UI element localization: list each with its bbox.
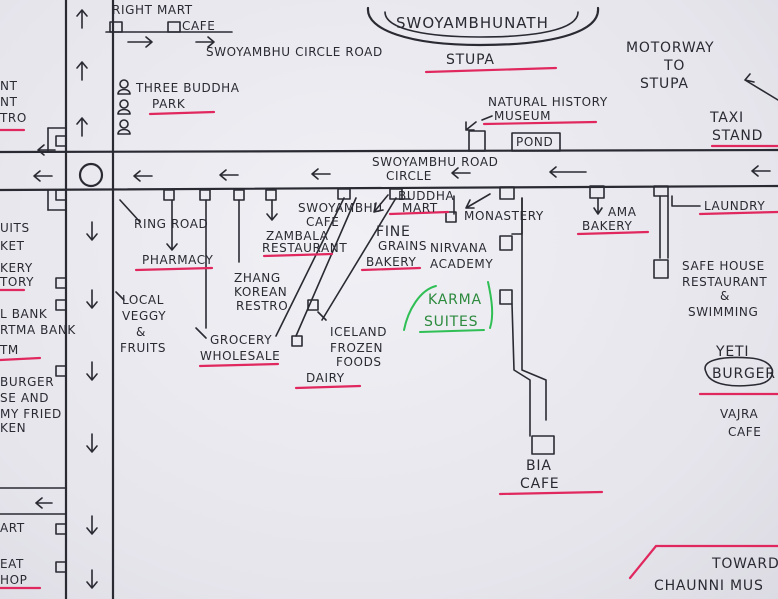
yeti-burger-label: YETI xyxy=(715,344,749,360)
red-underlines xyxy=(0,66,778,590)
zambala-label: ZAMBALA xyxy=(266,229,329,243)
svg-text:ACADEMY: ACADEMY xyxy=(430,257,493,271)
svg-text:SUITES: SUITES xyxy=(424,314,478,330)
svg-text:MART: MART xyxy=(402,201,438,215)
vajra-cafe-label: VAJRA xyxy=(720,407,758,421)
svg-text:BAKERY: BAKERY xyxy=(582,219,632,233)
svg-text:FOODS: FOODS xyxy=(336,355,382,369)
svg-text:TM: TM xyxy=(0,343,19,357)
svg-text:KOREAN: KOREAN xyxy=(234,285,287,299)
svg-text:UITS: UITS xyxy=(0,221,30,235)
fine-grains-label: FINE xyxy=(376,224,411,240)
left-arrows xyxy=(33,144,771,509)
svg-text:HOP: HOP xyxy=(0,573,28,587)
motorway-label: MOTORWAY xyxy=(626,40,714,56)
karma-suites-label: KARMA xyxy=(428,292,482,308)
svg-text:ART: ART xyxy=(0,521,25,535)
right-mart-label: RIGHT MART xyxy=(112,3,193,17)
museum-label: NATURAL HISTORY xyxy=(488,95,608,109)
svg-text:CIRCLE: CIRCLE xyxy=(386,169,432,183)
grocery-label: GROCERY xyxy=(210,333,272,347)
swoyambhu-road-edge-top xyxy=(0,148,778,154)
svg-text:MY FRIED: MY FRIED xyxy=(0,407,62,421)
svg-text:BURGER: BURGER xyxy=(712,366,776,382)
svg-text:SWOYAMBHU CIRCLE ROAD: SWOYAMBHU CIRCLE ROAD xyxy=(206,45,383,59)
safe-house-label: SAFE HOUSE xyxy=(682,259,765,273)
svg-text:WHOLESALE: WHOLESALE xyxy=(200,349,280,363)
svg-text:BAKERY: BAKERY xyxy=(366,255,416,269)
swoyambhunath-label: SWOYAMBHUNATH xyxy=(396,14,549,32)
ring-road-label: RING ROAD xyxy=(134,217,208,231)
svg-text:KET: KET xyxy=(0,239,25,253)
down-arrows xyxy=(86,221,98,589)
svg-text:EAT: EAT xyxy=(0,557,24,571)
svg-text:PARK: PARK xyxy=(152,97,186,111)
svg-text:GRAINS: GRAINS xyxy=(378,239,427,253)
svg-text:L BANK: L BANK xyxy=(0,307,48,321)
diagonal-lane xyxy=(275,197,357,337)
svg-text:CAFE: CAFE xyxy=(728,425,761,439)
bia-cafe-label: BIA xyxy=(526,458,552,474)
swoyambhu-road-label: SWOYAMBHU ROAD xyxy=(372,155,499,169)
taxi-stand-label: TAXI xyxy=(709,110,744,126)
svg-text:RTMA BANK: RTMA BANK xyxy=(0,323,76,337)
swoyambhu-cafe-label: SWOYAMBHU xyxy=(298,201,383,215)
iceland-label: ICELAND xyxy=(330,325,387,339)
ama-bakery-label: AMA xyxy=(608,205,637,219)
nirvana-academy-label: NIRVANA xyxy=(430,241,487,255)
buddha-mart-label: BUDDHA xyxy=(398,189,455,203)
svg-text:SE AND: SE AND xyxy=(0,391,49,405)
svg-text:CHAUNNI MUS: CHAUNNI MUS xyxy=(654,578,764,594)
building-markers xyxy=(55,21,669,573)
svg-text:FROZEN: FROZEN xyxy=(330,341,383,355)
svg-text:&: & xyxy=(720,289,730,303)
local-veggy-label: LOCAL xyxy=(122,293,164,307)
svg-text:CAFE: CAFE xyxy=(520,476,559,492)
svg-text:NT: NT xyxy=(0,79,18,93)
svg-text:RESTAURANT: RESTAURANT xyxy=(682,275,767,289)
stupa-outline xyxy=(366,6,600,47)
towards-label: TOWARD xyxy=(711,556,778,572)
three-buddha-icons xyxy=(117,79,131,135)
circle-junction xyxy=(78,162,104,188)
svg-text:CAFE: CAFE xyxy=(182,19,215,33)
svg-text:CAFE: CAFE xyxy=(306,215,339,229)
stupa-label: STUPA xyxy=(446,52,495,68)
svg-text:VEGGY: VEGGY xyxy=(122,309,166,323)
yeti-burger-circle xyxy=(704,356,774,387)
left-edge-labels: NT NT TRO UITS KET KERY TORY L BANK RTMA… xyxy=(0,79,76,587)
svg-text:KERY: KERY xyxy=(0,261,33,275)
three-buddha-label: THREE BUDDHA xyxy=(135,81,240,95)
karma-highlight-left xyxy=(403,285,437,331)
swoyambhu-road-edge-bottom xyxy=(0,184,778,192)
svg-text:KEN: KEN xyxy=(0,421,26,435)
svg-text:TO: TO xyxy=(663,58,685,74)
dairy-label: DAIRY xyxy=(306,371,345,385)
laundry-label: LAUNDRY xyxy=(704,199,765,213)
monastery-label: MONASTERY xyxy=(464,209,544,223)
svg-text:STUPA: STUPA xyxy=(640,76,689,92)
svg-text:BURGER: BURGER xyxy=(0,375,54,389)
svg-text:FRUITS: FRUITS xyxy=(120,341,166,355)
pond-label: POND xyxy=(516,135,553,149)
bia-cafe-lane xyxy=(511,197,547,437)
svg-text:&: & xyxy=(136,325,146,339)
svg-text:NT: NT xyxy=(0,95,18,109)
zhang-korean-label: ZHANG xyxy=(234,271,281,285)
pharmacy-label: PHARMACY xyxy=(142,253,214,267)
svg-text:SWIMMING: SWIMMING xyxy=(688,305,758,319)
up-arrows xyxy=(76,9,88,137)
svg-text:TORY: TORY xyxy=(0,275,34,289)
svg-text:RESTRO: RESTRO xyxy=(236,299,288,313)
svg-text:TRO: TRO xyxy=(0,111,27,125)
svg-text:MUSEUM: MUSEUM xyxy=(494,109,551,123)
svg-text:STAND: STAND xyxy=(712,128,763,144)
svg-text:RESTAURANT: RESTAURANT xyxy=(262,241,347,255)
